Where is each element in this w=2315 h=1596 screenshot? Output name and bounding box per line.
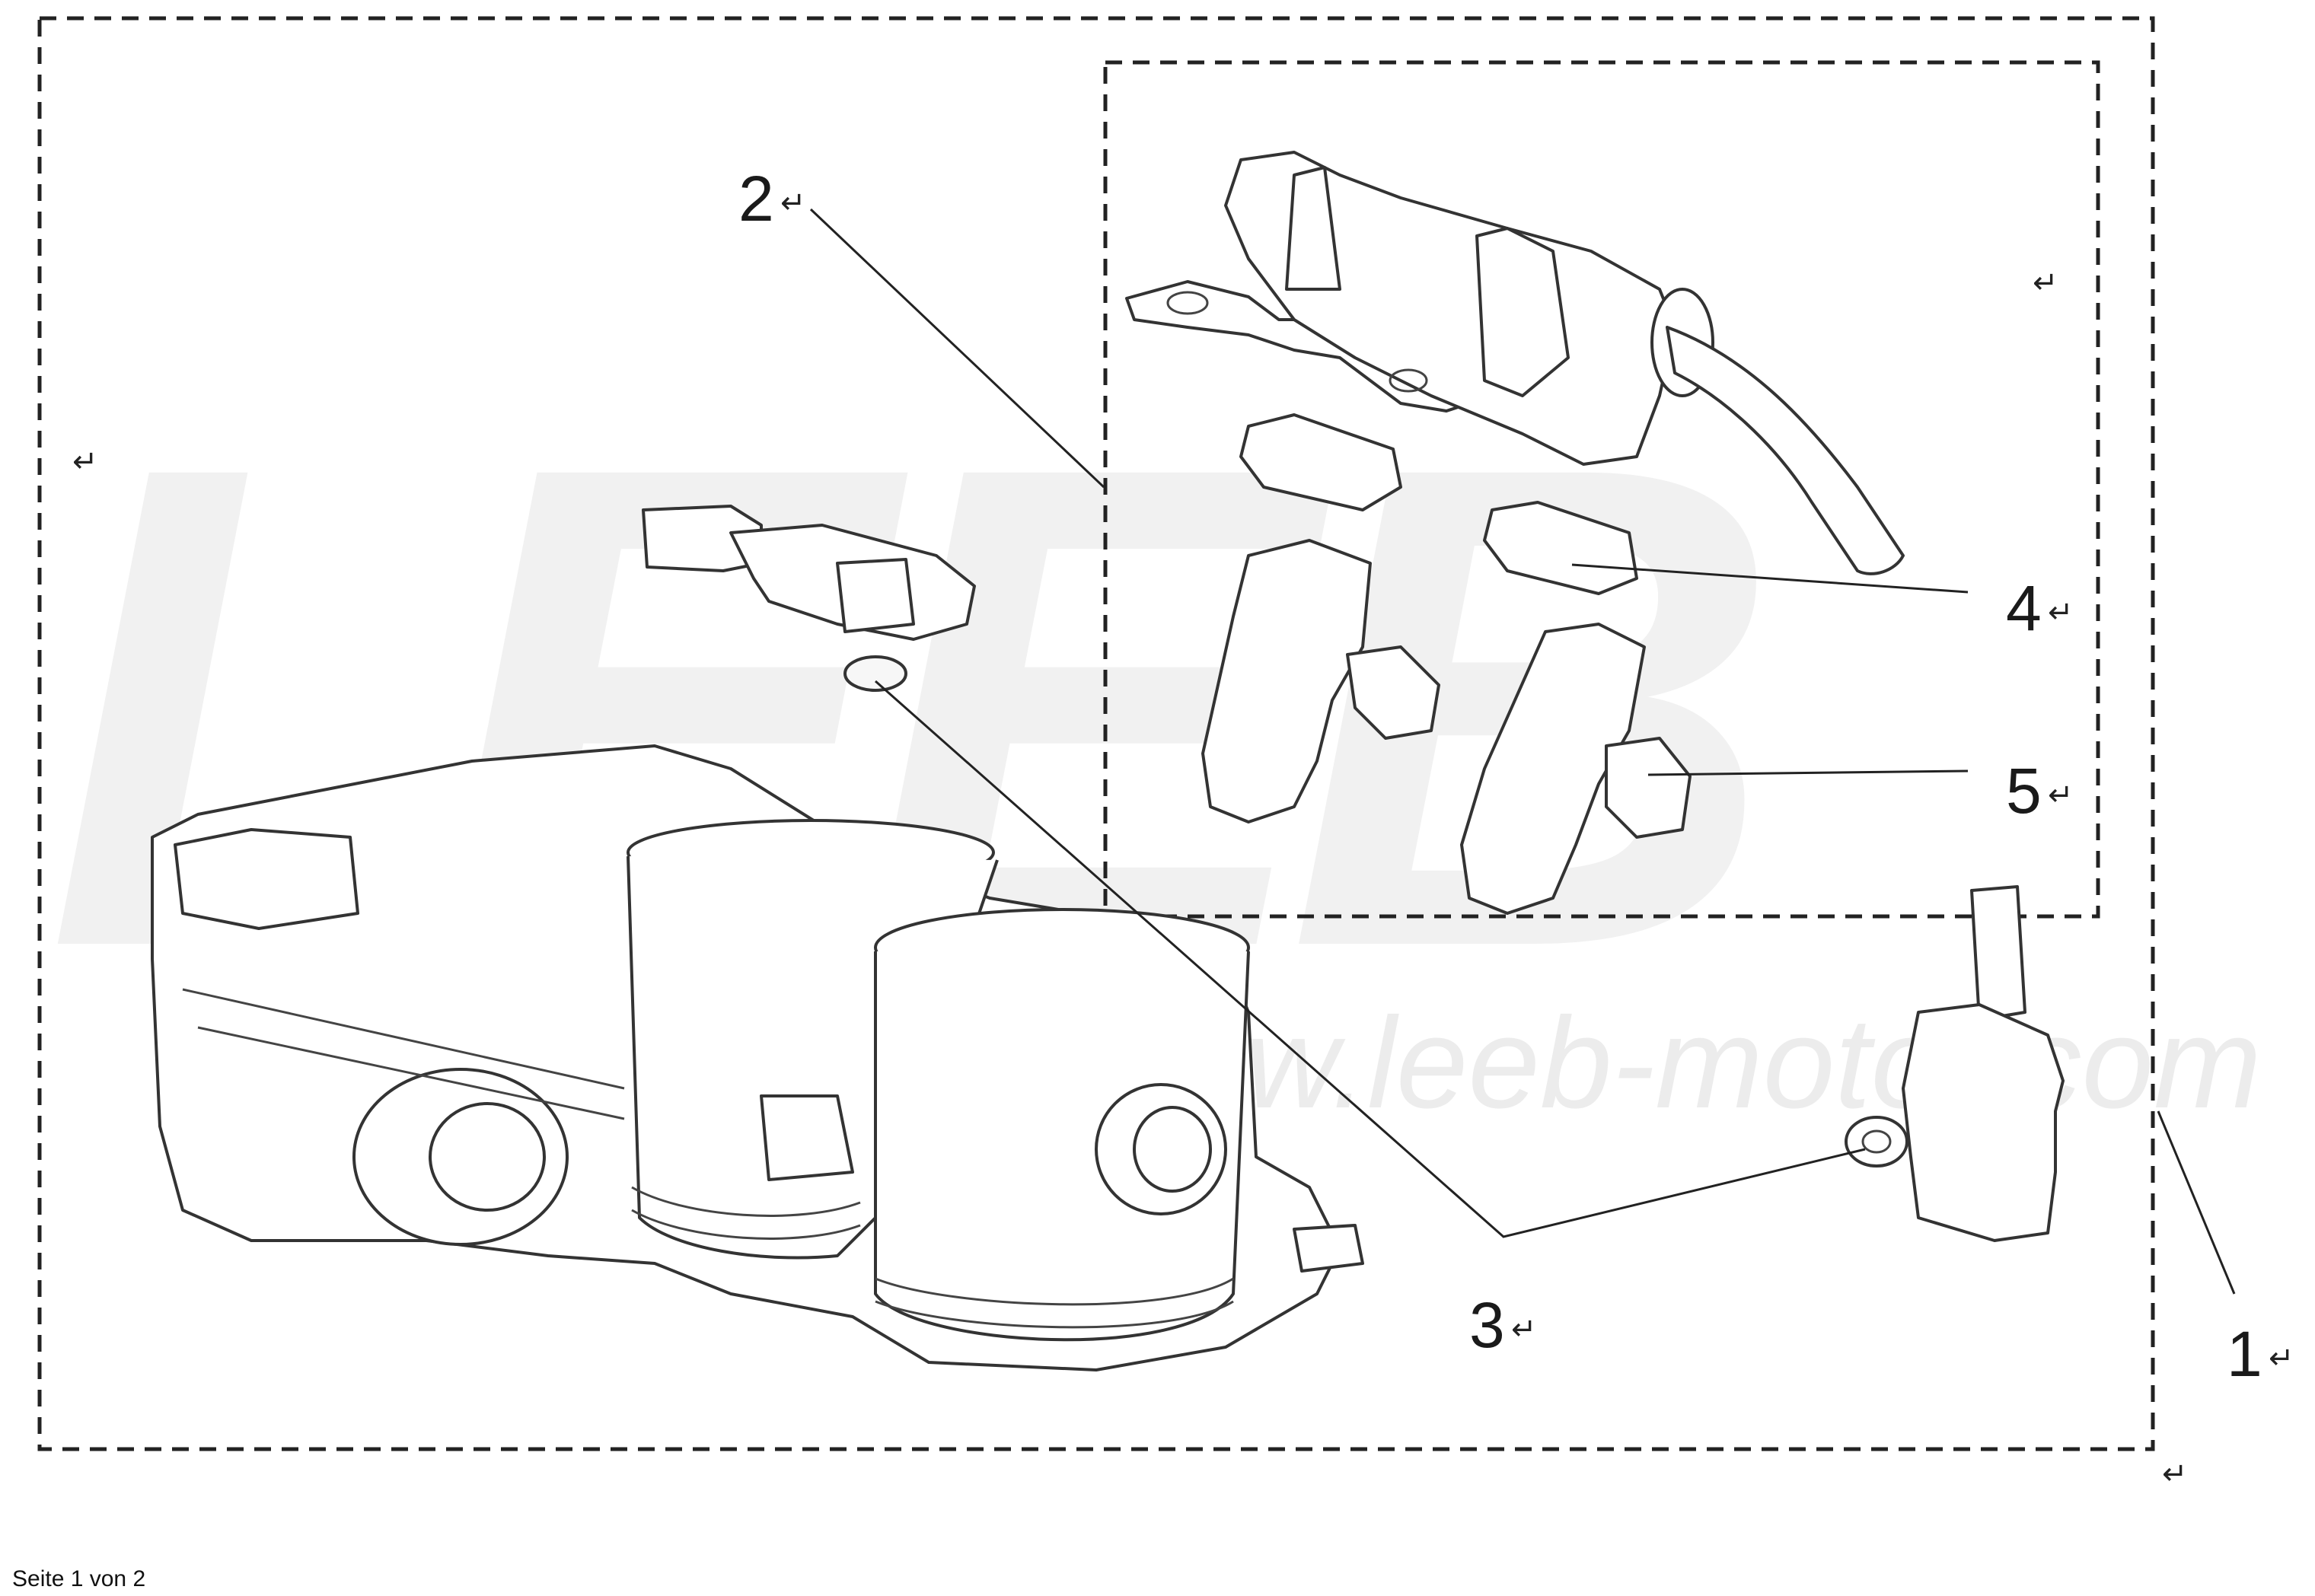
throttle-position-sensor — [1845, 885, 2065, 1242]
callout-3: 3 — [1469, 1289, 1505, 1361]
outer-group-frame — [37, 16, 2155, 1451]
return-mark: ↵ — [72, 444, 98, 479]
injector-right — [1460, 501, 1692, 915]
return-mark: ↵ — [780, 186, 806, 221]
callout-2: 2 — [738, 163, 774, 234]
leader-5 — [1647, 769, 1969, 776]
map-sensor — [642, 505, 976, 692]
throttle-body — [151, 744, 1364, 1371]
return-mark: ↵ — [2048, 778, 2074, 813]
leader-4 — [1571, 563, 1969, 594]
callout-4: 4 — [2006, 572, 2042, 644]
leader-2 — [809, 208, 1105, 489]
callout-1: 1 — [2227, 1318, 2262, 1390]
fuel-rail — [1125, 151, 1905, 575]
return-mark: ↵ — [2048, 595, 2074, 630]
return-mark: ↵ — [2269, 1341, 2294, 1376]
injector-group-frame — [1103, 60, 2100, 919]
callout-5: 5 — [2006, 755, 2042, 827]
watermark-url: www.leeb-motor.com — [1058, 991, 2262, 1136]
return-mark: ↵ — [1511, 1312, 1537, 1347]
return-mark: ↵ — [2033, 266, 2058, 301]
leader-3 — [875, 680, 1866, 1238]
injector-upper-left — [1201, 413, 1440, 823]
return-mark: ↵ — [2162, 1457, 2188, 1492]
leader-1 — [2157, 1110, 2236, 1295]
page-footer: Seite 1 von 2 — [12, 1566, 146, 1591]
